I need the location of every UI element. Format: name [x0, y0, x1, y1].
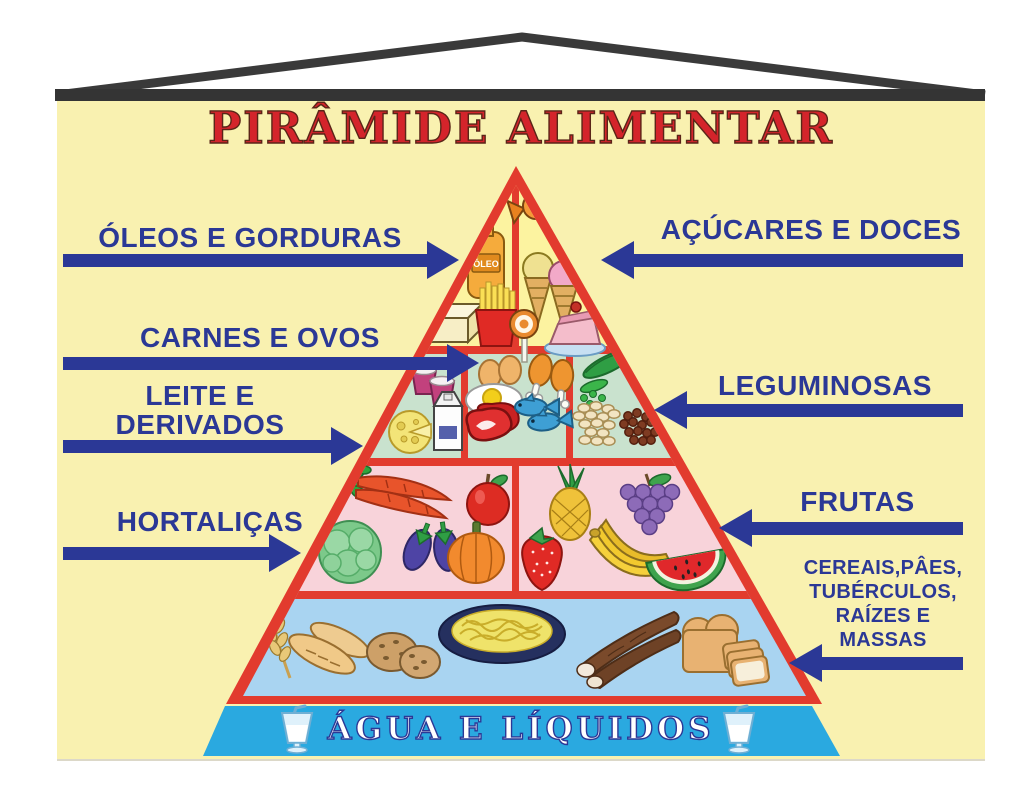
cheese-icon — [388, 410, 432, 454]
label-hortalicas: HORTALIÇAS — [85, 506, 335, 537]
grapes-icon — [619, 473, 681, 536]
divider-top — [512, 185, 519, 350]
lettuce-icon — [318, 520, 382, 584]
arrow-oleos-e-gorduras — [63, 241, 459, 279]
label-line: LEITE E — [145, 380, 255, 411]
label-line: AÇÚCARES E DOCES — [660, 214, 962, 245]
label-line: HORTALIÇAS — [116, 506, 304, 537]
label-line: CARNES E OVOS — [140, 322, 380, 353]
label-line: MASSAS — [839, 629, 927, 651]
pineapple-icon — [549, 463, 591, 541]
label-line: ÓLEOS E GORDURAS — [98, 222, 402, 253]
strawberry-icon — [521, 526, 563, 592]
steak-icon — [465, 402, 520, 442]
hanger-string — [55, 32, 986, 101]
poster-title: PIRÂMIDE ALIMENTAR — [207, 102, 834, 154]
milk-carton-icon — [432, 391, 464, 451]
label-line: CEREAIS,PÂES, — [803, 557, 963, 579]
label-cereais-paes-tuberculos-raizes-e-massas: CEREAIS,PÂES, TUBÉRCULOS, RAÍZES E MASSA… — [772, 556, 994, 652]
arrow-leite-e-derivados — [63, 427, 363, 465]
arrow-acucares-e-doces — [601, 241, 963, 279]
label-line: FRUTAS — [800, 486, 915, 517]
arrow-cereais — [789, 644, 963, 682]
divider-third — [512, 462, 519, 595]
separator-2 — [243, 458, 806, 466]
arrow-carnes-e-ovos — [63, 344, 479, 382]
arrow-frutas — [719, 509, 963, 547]
label-leguminosas: LEGUMINOSAS — [700, 370, 950, 401]
label-leite-e-derivados: LEITE E DERIVADOS — [75, 380, 325, 440]
pumpkin-icon — [447, 521, 505, 584]
arrow-leguminosas — [654, 391, 963, 429]
label-acucares-e-doces: AÇÚCARES E DOCES — [646, 214, 976, 245]
ice-cream-cones-icon — [522, 252, 580, 336]
watermelon-icon — [645, 547, 727, 592]
cassava-icon — [576, 610, 682, 690]
french-fries-icon — [474, 281, 518, 347]
drink-glass-icon — [280, 704, 314, 754]
label-line: LEGUMINOSAS — [718, 370, 932, 401]
apple-icon — [466, 473, 510, 526]
lollipop-icon — [509, 309, 539, 363]
label-carnes-e-ovos: CARNES E OVOS — [95, 322, 425, 353]
label-frutas: FRUTAS — [730, 486, 985, 517]
divider-mid-left — [461, 350, 468, 462]
label-oleos-e-gorduras: ÓLEOS E GORDURAS — [85, 222, 415, 253]
drink-glass-icon — [722, 704, 756, 754]
wheat-and-baguettes-icon — [257, 598, 371, 679]
separator-3 — [243, 591, 806, 599]
bread-rolls-icon — [366, 632, 441, 679]
label-line: RAÍZES E — [835, 605, 931, 627]
arrow-hortalicas — [63, 534, 301, 572]
fish-icon — [514, 392, 574, 432]
hanger-bar — [55, 89, 985, 101]
label-line: TUBÉRCULOS, — [809, 581, 957, 603]
spaghetti-plate-icon — [438, 604, 566, 664]
oil-bottle-label: ÓLEO — [473, 258, 499, 269]
water-band-label: ÁGUA E LÍQUIDOS — [327, 710, 715, 747]
water-band — [203, 704, 840, 756]
white-beans-icon — [572, 401, 621, 446]
label-line: DERIVADOS — [115, 408, 285, 440]
bread-loaf-icon — [682, 614, 770, 687]
cake-slice-icon — [544, 301, 606, 357]
